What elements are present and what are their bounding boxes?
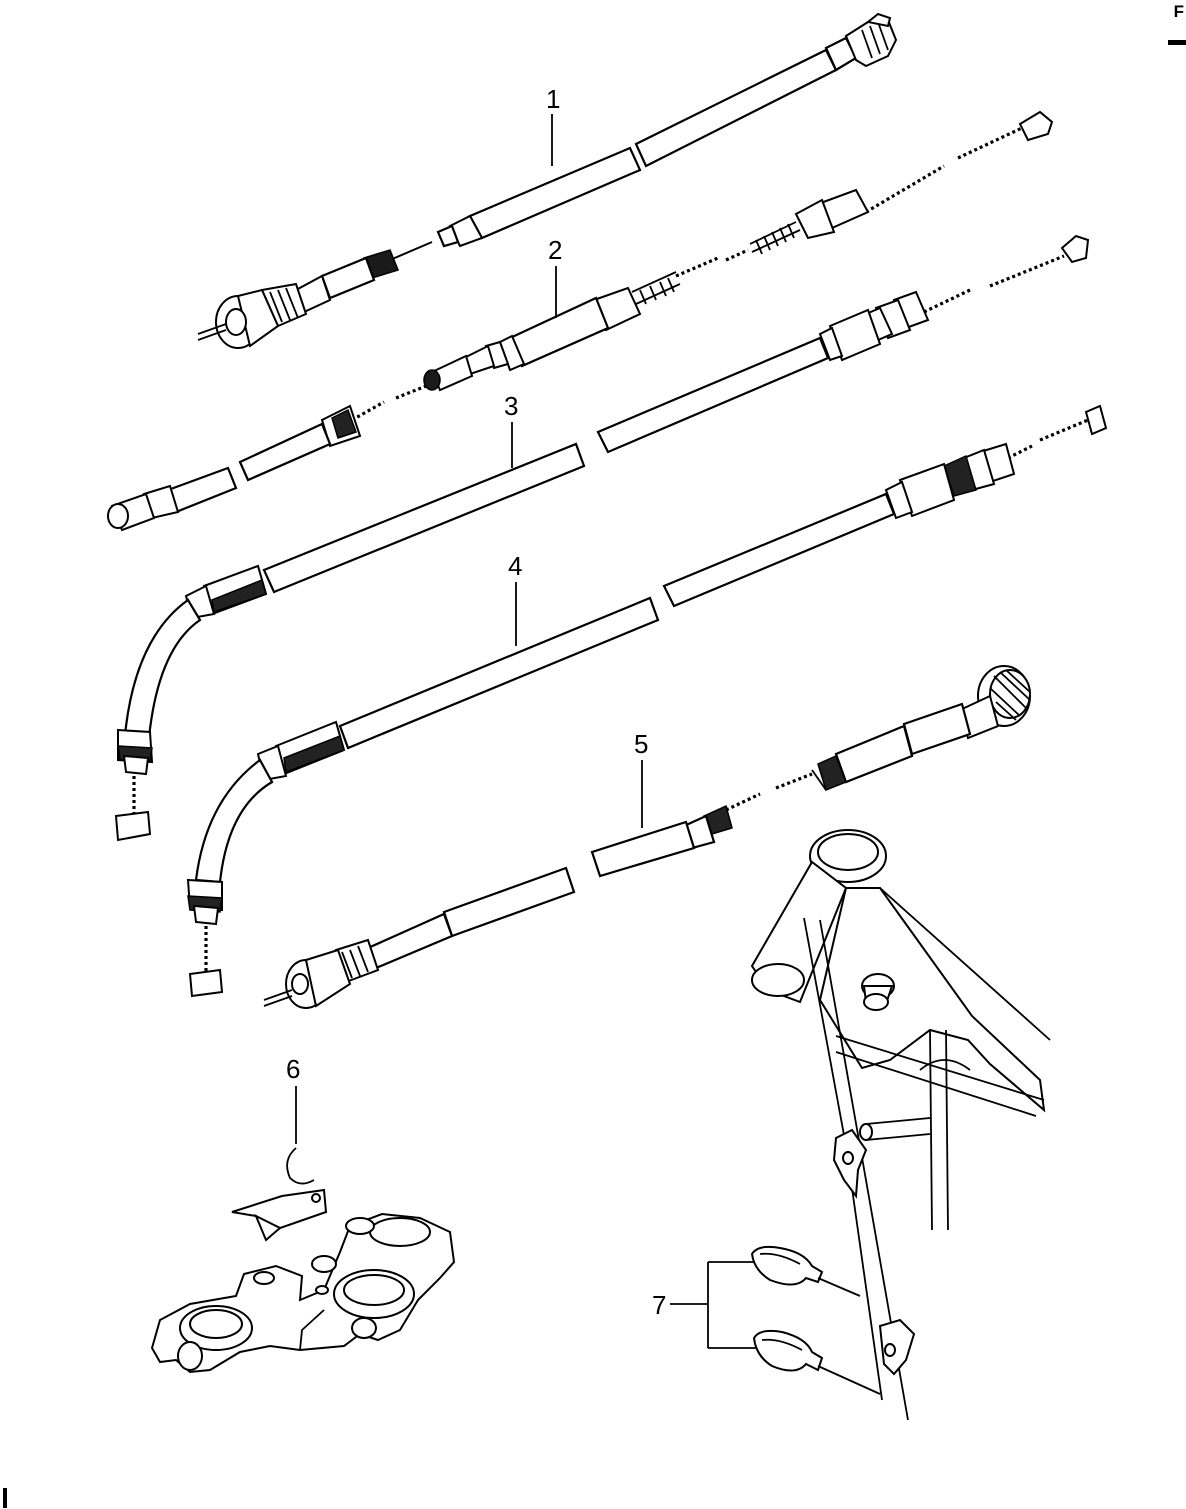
part-number-1: 1 bbox=[546, 84, 560, 114]
label-4: 4 bbox=[508, 551, 522, 646]
part-number-5: 5 bbox=[634, 729, 648, 759]
corner-label: F bbox=[1173, 2, 1184, 21]
part-number-7: 7 bbox=[652, 1290, 666, 1320]
label-6: 6 bbox=[286, 1054, 300, 1144]
frame-7 bbox=[750, 829, 1051, 1421]
label-2: 2 bbox=[548, 235, 562, 318]
label-1: 1 bbox=[546, 84, 560, 166]
part-number-2: 2 bbox=[548, 235, 562, 265]
part-number-6: 6 bbox=[286, 1054, 300, 1084]
cable-3 bbox=[107, 234, 1090, 842]
label-7: 7 bbox=[652, 1261, 756, 1349]
corner-mark-top bbox=[1168, 40, 1186, 45]
part-number-4: 4 bbox=[508, 551, 522, 581]
label-3: 3 bbox=[504, 391, 518, 468]
label-5: 5 bbox=[634, 729, 648, 828]
cable-5 bbox=[263, 665, 1031, 1009]
cable-1 bbox=[197, 12, 898, 349]
cable-guide-6 bbox=[150, 1147, 456, 1374]
part-number-3: 3 bbox=[504, 391, 518, 421]
corner-mark-bottom bbox=[3, 1488, 7, 1508]
cable-4 bbox=[186, 404, 1108, 998]
cable-2 bbox=[395, 110, 1054, 400]
